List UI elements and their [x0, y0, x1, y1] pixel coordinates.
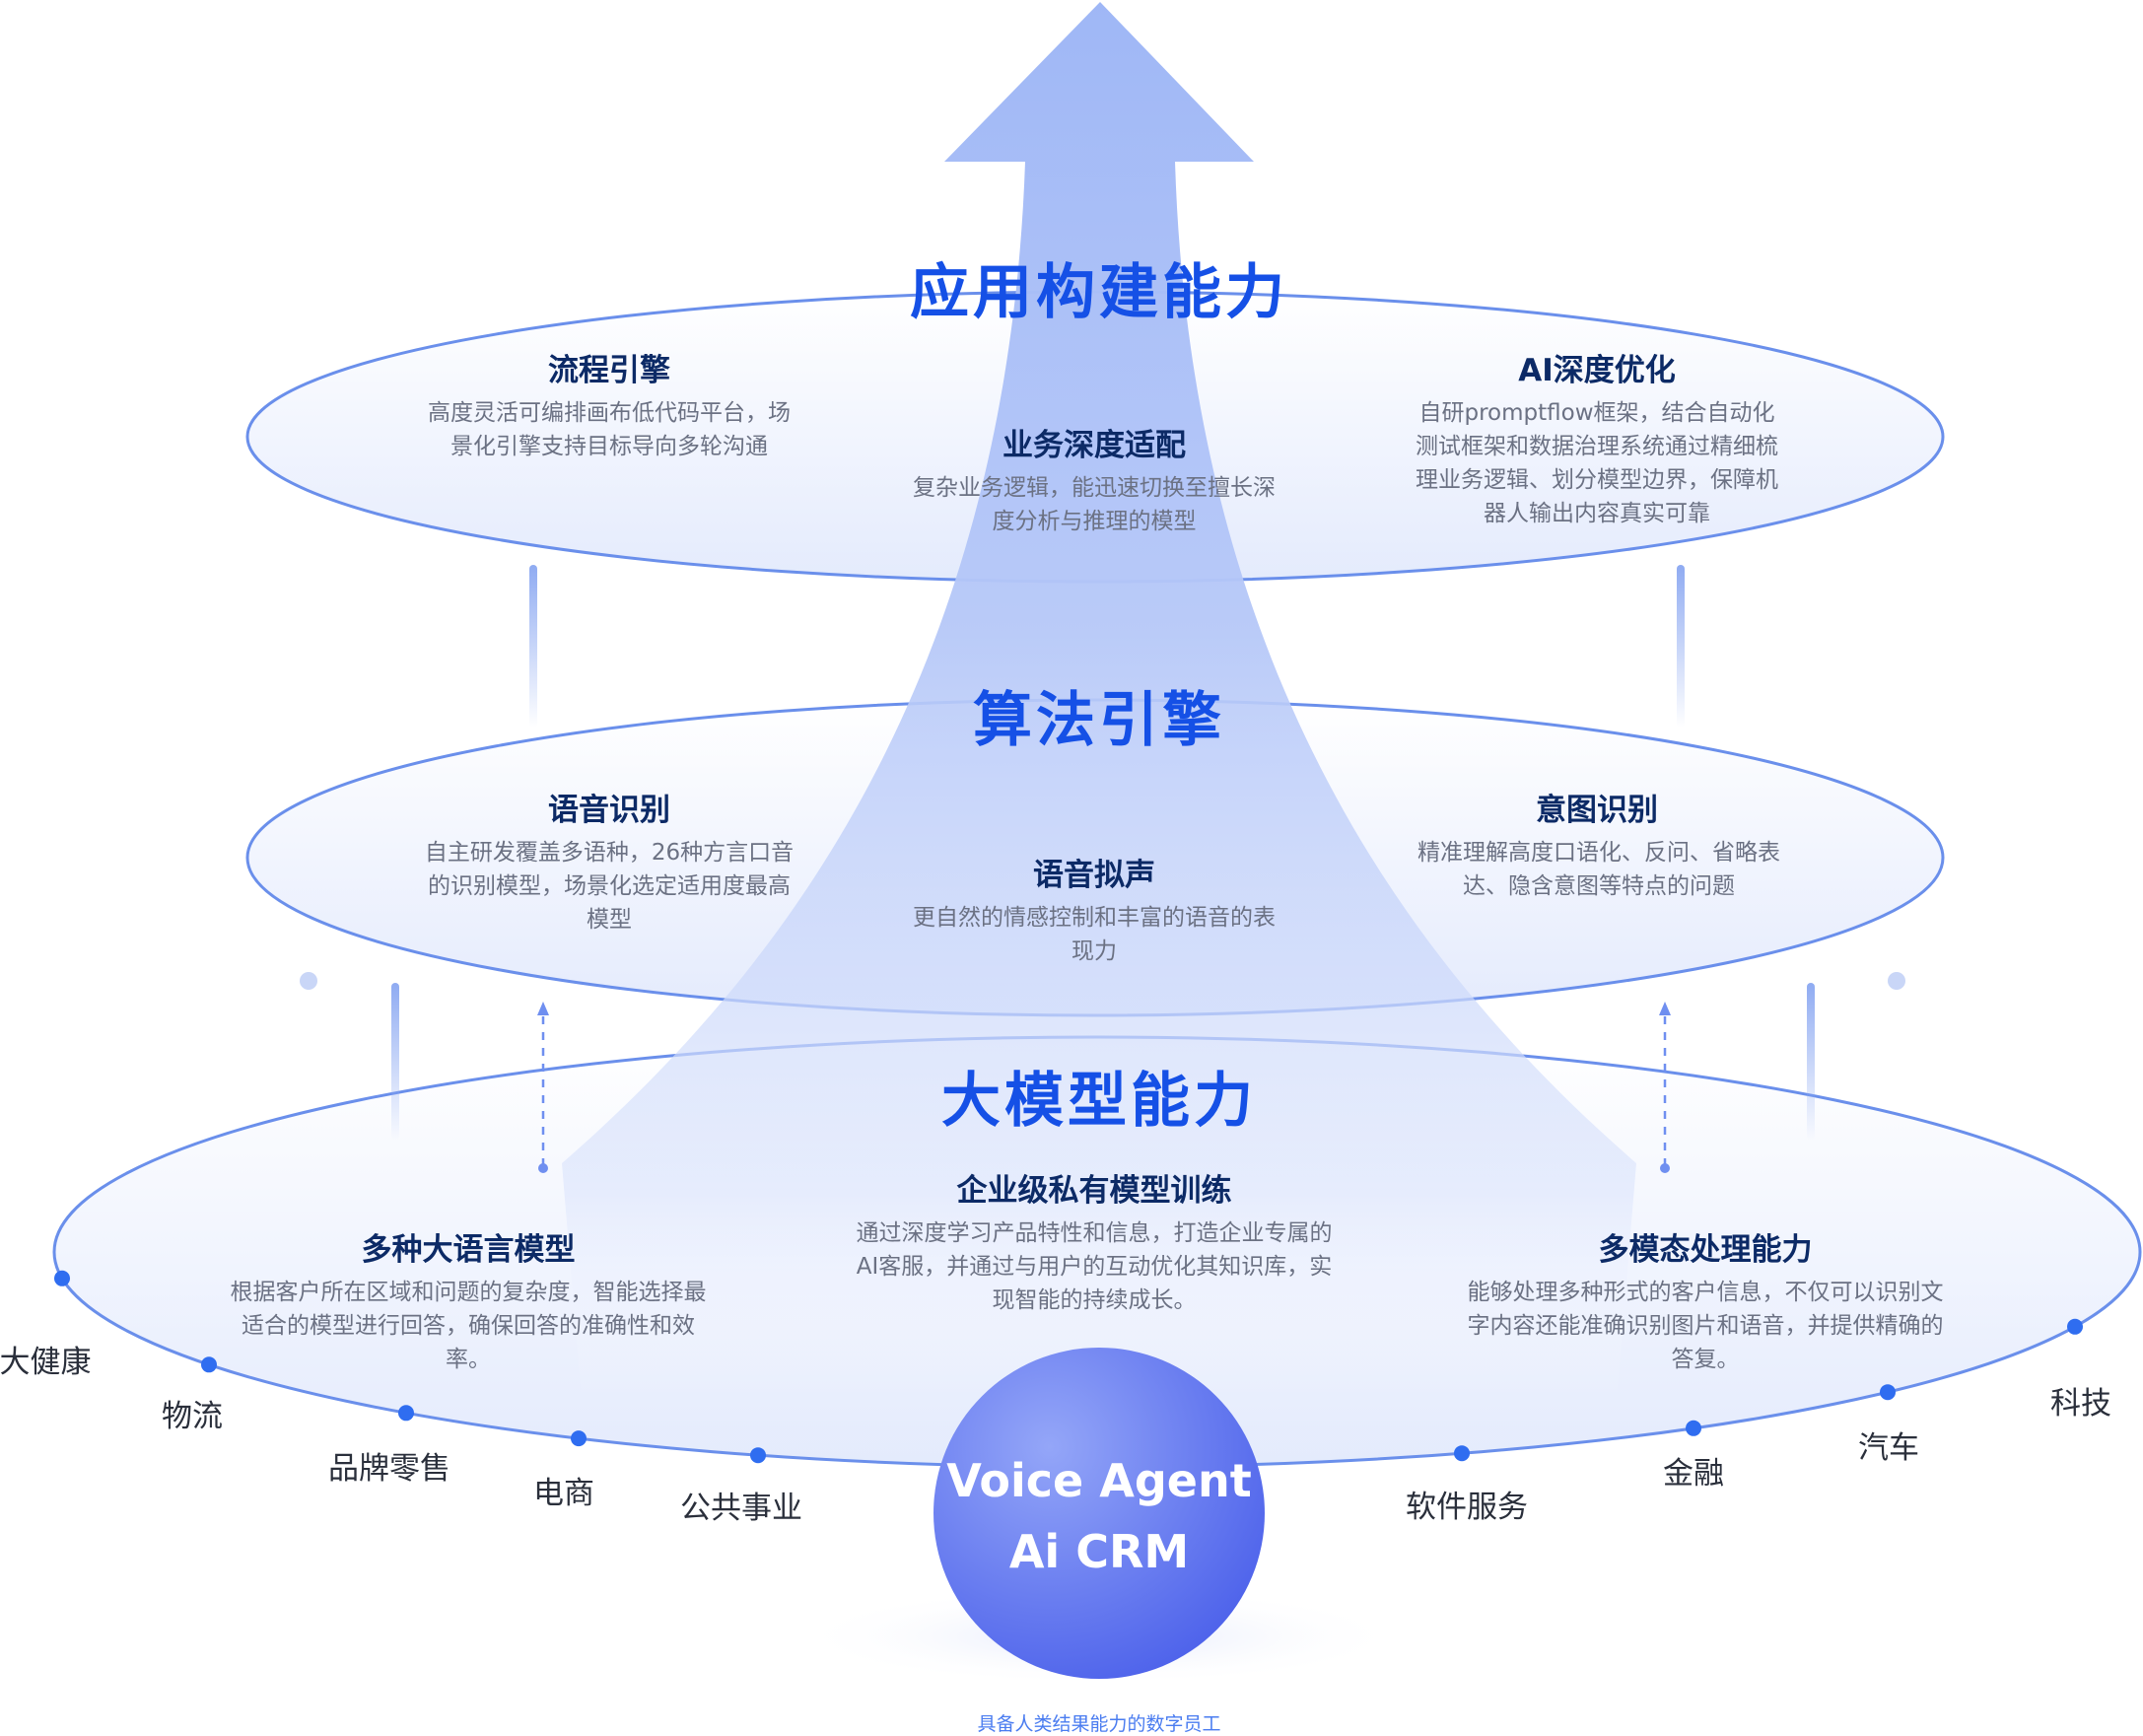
item-desc-process-engine: 高度灵活可编排画布低代码平台，场景化引擎支持目标导向多轮沟通 [428, 400, 791, 459]
industry-dot [2067, 1318, 2083, 1335]
bottom-caption: 具备人类结果能力的数字员工 [977, 1713, 1221, 1735]
item-title-multi-llm: 多种大语言模型 [361, 1232, 576, 1268]
item-title-multimodal: 多模态处理能力 [1598, 1232, 1813, 1268]
industry-label-public-utilities: 公共事业 [680, 1491, 802, 1526]
industry-dot [398, 1405, 414, 1422]
layer-title-algorithm: 算法引擎 [973, 686, 1225, 755]
support-post [391, 983, 399, 1141]
industry-label-healthcare: 大健康 [0, 1345, 92, 1380]
core-label-line2: Ai CRM [1008, 1525, 1190, 1578]
industry-label-ecommerce: 电商 [533, 1476, 594, 1511]
industry-label-automotive: 汽车 [1858, 1430, 1919, 1466]
support-post [1807, 983, 1815, 1141]
industry-label-finance: 金融 [1663, 1456, 1724, 1492]
item-desc-business-adaptation: 复杂业务逻辑，能迅速切换至擅长深度分析与推理的模型 [913, 475, 1276, 534]
core-label: Voice Agent Ai CRM [933, 1445, 1265, 1587]
arrow-base-dot [538, 1163, 548, 1173]
industry-label-logistics: 物流 [162, 1399, 223, 1434]
decor-dot [300, 972, 317, 990]
item-title-private-model-training: 企业级私有模型训练 [956, 1173, 1232, 1209]
item-title-process-engine: 流程引擎 [548, 353, 670, 388]
growth-arrow [562, 2, 1636, 1400]
arrow-head [537, 1002, 549, 1015]
layer-title-application: 应用构建能力 [910, 258, 1288, 327]
item-title-speech-recognition: 语音识别 [548, 793, 670, 828]
item-title-ai-optimization: AI深度优化 [1518, 353, 1676, 388]
core-label-line1: Voice Agent [946, 1454, 1252, 1507]
item-desc-intent-recognition: 精准理解高度口语化、反问、省略表达、隐含意图等特点的问题 [1417, 840, 1780, 899]
industry-dot [54, 1270, 70, 1286]
layer-title-large-model: 大模型能力 [941, 1067, 1257, 1136]
industry-label-brand-retail: 品牌零售 [328, 1451, 450, 1487]
industry-dot [1686, 1420, 1701, 1436]
arrow-head [1659, 1002, 1671, 1015]
industry-dot [750, 1447, 766, 1464]
support-post [1677, 565, 1685, 728]
item-desc-private-model-training: 通过深度学习产品特性和信息，打造企业专属的AI客服，并通过与用户的互动优化其知识… [856, 1220, 1333, 1313]
item-title-intent-recognition: 意图识别 [1536, 793, 1658, 828]
industry-label-software-services: 软件服务 [1406, 1490, 1528, 1525]
item-desc-voice-synthesis: 更自然的情感控制和丰富的语音的表现力 [913, 905, 1276, 964]
item-desc-ai-optimization: 自研promptflow框架，结合自动化测试框架和数据治理系统通过精细梳理业务逻… [1416, 400, 1778, 526]
decor-dot [1888, 972, 1905, 990]
industry-dot [1880, 1384, 1896, 1401]
industry-label-technology: 科技 [2050, 1386, 2111, 1422]
item-desc-speech-recognition: 自主研发覆盖多语种，26种方言口音的识别模型，场景化选定适用度最高模型 [424, 840, 795, 933]
item-desc-multimodal: 能够处理多种形式的客户信息，不仅可以识别文字内容还能准确识别图片和语音，并提供精… [1467, 1280, 1944, 1372]
industry-dots [54, 1270, 2083, 1464]
industry-dot [1454, 1445, 1470, 1462]
item-title-voice-synthesis: 语音拟声 [1033, 858, 1155, 893]
core-circle [933, 1348, 1265, 1679]
industry-dot [201, 1356, 217, 1373]
item-title-business-adaptation: 业务深度适配 [1002, 428, 1186, 463]
support-post [529, 565, 537, 728]
arrow-base-dot [1660, 1163, 1670, 1173]
item-desc-multi-llm: 根据客户所在区域和问题的复杂度，智能选择最适合的模型进行回答，确保回答的准确性和… [230, 1280, 707, 1372]
industry-dot [571, 1430, 587, 1447]
